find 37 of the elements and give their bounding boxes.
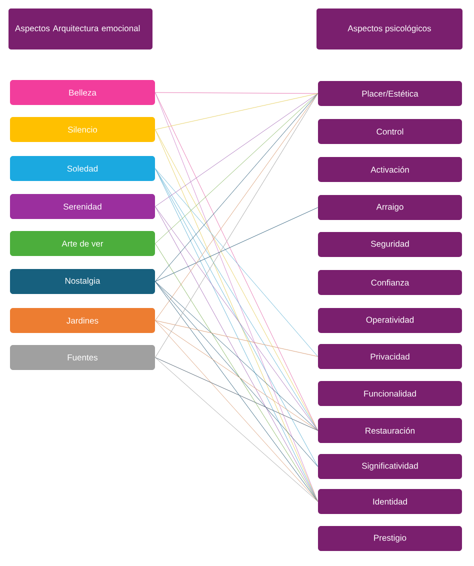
aspect-box: Confianza [318,270,462,295]
aspect-box: Identidad [318,489,462,514]
connector-line [154,357,318,431]
aspect-box: Prestigio [318,526,462,551]
aspect-box: Control [318,119,462,144]
connector-line [154,320,318,502]
connector-line [154,320,318,357]
aspect-box: Restauración [318,418,462,443]
connector-line [154,357,318,502]
header-box: Aspectos psicológicos [316,8,464,51]
connector-line [154,93,318,130]
aspect-box: Significatividad [318,454,462,479]
category-box: Nostalgia [10,269,155,294]
aspect-box: Privacidad [318,344,462,369]
category-box: Serenidad [10,194,155,219]
connector-line [154,281,318,431]
aspect-box: Funcionalidad [318,381,462,406]
aspect-box: Activación [318,157,462,182]
header-box: Aspectos Arquitectura emocional [8,8,154,51]
connector-line [154,168,318,357]
connector-line [154,281,318,467]
connector-line [154,93,318,244]
aspect-box: Arraigo [318,195,462,220]
connector-line [154,207,318,282]
category-box: Fuentes [10,345,155,370]
category-box: Belleza [10,80,155,105]
category-box: Silencio [10,117,155,142]
connector-line [154,93,318,207]
connector-line [154,92,318,94]
connector-line [154,93,318,282]
category-box: Jardines [10,308,155,333]
aspect-box: Placer/Estética [318,81,462,106]
category-box: Arte de ver [10,231,155,256]
aspect-box: Seguridad [318,232,462,257]
connector-line [154,320,318,431]
category-box: Soledad [10,156,155,181]
aspect-box: Operatividad [318,308,462,333]
